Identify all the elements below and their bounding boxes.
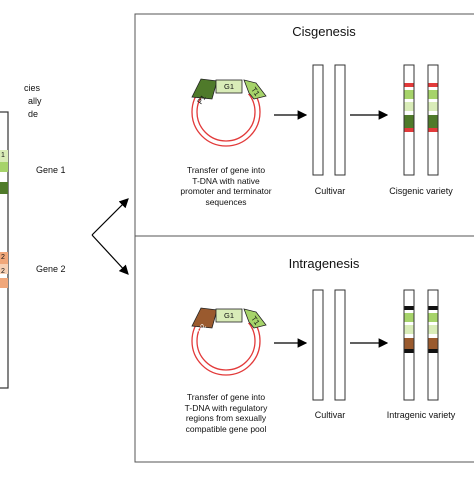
intra-cultivar-label: Cultivar	[314, 410, 346, 420]
gene-2-label: Gene 2	[36, 264, 66, 274]
gene1-band-light	[0, 162, 8, 172]
partial-text-3: de	[28, 109, 39, 119]
gene1-band-dark	[0, 182, 8, 194]
gene2-tick-label-a: 2	[1, 254, 5, 261]
gene1-band-pale	[0, 150, 8, 162]
gene2-tick-label-b: 2	[1, 268, 5, 275]
partial-text-2: ally	[28, 96, 42, 106]
cisgenesis-title: Cisgenesis	[292, 24, 356, 39]
cis-cultivar-label: Cultivar	[314, 186, 346, 196]
intragenesis-panel	[134, 235, 474, 463]
cisgenic-variety	[403, 64, 439, 176]
cis-gene-label: G1	[223, 82, 235, 91]
intra-cultivar	[312, 289, 346, 401]
gene-g1-box-intra	[215, 308, 243, 323]
cisgenesis-plasmid	[189, 76, 267, 147]
gene2-band-orange	[0, 252, 8, 264]
cis-variety-label: Cisgenic variety	[389, 186, 453, 196]
intra-variety-label: Intragenic variety	[386, 410, 456, 420]
gene1-tick-label: 1	[1, 152, 5, 159]
cis-transfer-text: Transfer of gene into T-DNA with native …	[180, 165, 272, 207]
terminator-t1-shape	[243, 79, 267, 100]
branch-arrows	[91, 198, 129, 275]
intragenesis-title: Intragenesis	[288, 256, 360, 271]
gene-1-label: Gene 1	[36, 165, 66, 175]
intra-gene-label: G1	[223, 311, 235, 320]
source-chromosome	[0, 111, 9, 389]
intragenesis-plasmid	[189, 305, 267, 376]
terminator-t1-shape-intra	[243, 308, 267, 329]
cis-cultivar	[312, 64, 346, 176]
partial-text-1: cies	[24, 83, 41, 93]
intra-transfer-text: Transfer of gene into T-DNA with regulat…	[184, 392, 268, 434]
gene-g1-box	[215, 79, 243, 94]
gene2-band-orange-2	[0, 278, 8, 288]
gene2-band-pale	[0, 264, 8, 274]
intragenic-variety	[403, 289, 439, 401]
